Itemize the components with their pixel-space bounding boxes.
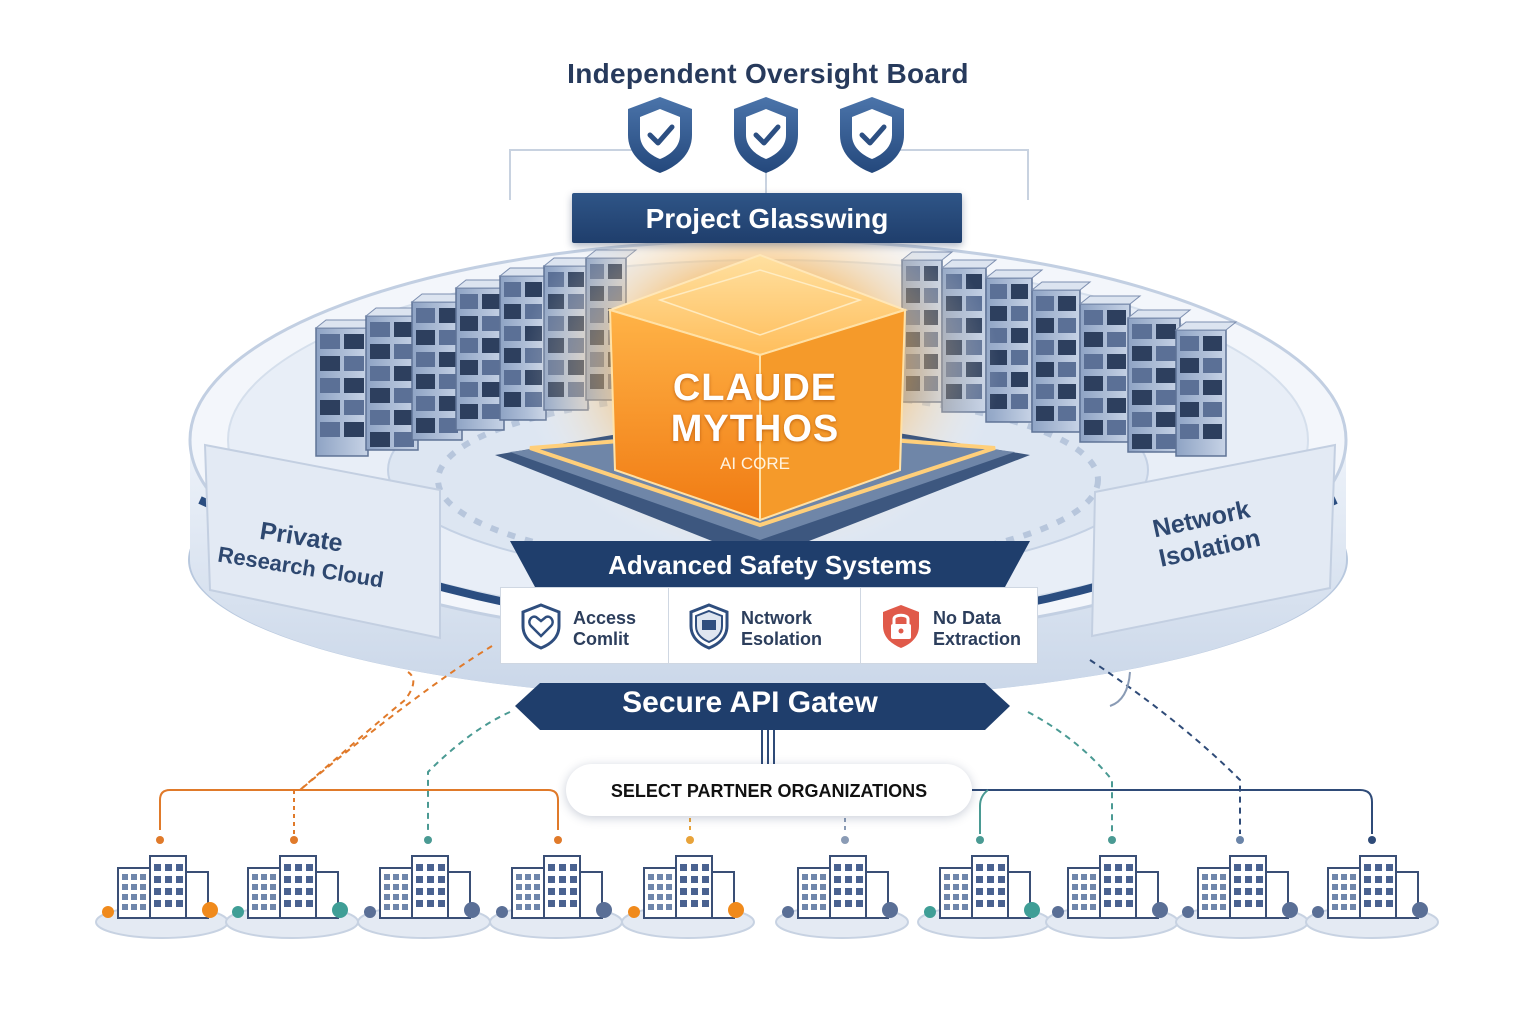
connector-node bbox=[686, 836, 694, 844]
partner-building bbox=[1305, 855, 1439, 939]
server-rack bbox=[410, 293, 474, 441]
shield-check-icon bbox=[628, 97, 692, 173]
feature-label: No Data Extraction bbox=[933, 608, 1021, 650]
server-rack bbox=[984, 269, 1044, 423]
partner-building bbox=[775, 855, 909, 939]
core-name-line2: MYTHOS bbox=[670, 408, 840, 450]
feature-line2: Esolation bbox=[741, 629, 823, 649]
connector-node bbox=[554, 836, 562, 844]
server-rack bbox=[1030, 281, 1092, 433]
feature-label: Access Comlit bbox=[573, 608, 636, 650]
partner-building bbox=[225, 855, 359, 939]
feature-line1: Nctwork bbox=[741, 608, 813, 628]
connector-node bbox=[1236, 836, 1244, 844]
feature-label: Nctwork Esolation bbox=[741, 608, 822, 650]
connector-line bbox=[427, 711, 511, 834]
partners-label: SELECT PARTNER ORGANIZATIONS bbox=[610, 781, 928, 801]
shield-network-icon bbox=[689, 603, 729, 650]
partner-building bbox=[1045, 855, 1179, 939]
padlock-icon bbox=[883, 605, 919, 648]
partner-building bbox=[489, 855, 623, 939]
feature-line1: Access bbox=[573, 608, 637, 628]
ai-core bbox=[495, 180, 1030, 560]
connector-line bbox=[979, 789, 989, 834]
connector-line bbox=[299, 671, 415, 791]
gateway-connector bbox=[761, 730, 775, 764]
partner-connectors bbox=[156, 645, 1376, 844]
connector-line bbox=[1109, 671, 1131, 707]
partner-building bbox=[95, 855, 229, 939]
connector-node bbox=[976, 836, 984, 844]
server-rack bbox=[1078, 295, 1142, 443]
server-rack bbox=[364, 307, 430, 451]
connector-node bbox=[424, 836, 432, 844]
connector-line bbox=[299, 645, 493, 791]
partner-buildings bbox=[95, 855, 1439, 939]
feature-no-data-extraction: No Data Extraction bbox=[860, 587, 1038, 664]
partner-building bbox=[621, 855, 755, 939]
partners-pill: SELECT PARTNER ORGANIZATIONS bbox=[566, 764, 972, 816]
feature-line2: Comlit bbox=[573, 629, 629, 649]
connector-node bbox=[1368, 836, 1376, 844]
shield-check-icon bbox=[840, 97, 904, 173]
partner-building bbox=[1175, 855, 1309, 939]
oversight-board-title: Independent Oversight Board bbox=[567, 58, 969, 89]
connector-node bbox=[156, 836, 164, 844]
connector-line bbox=[1027, 711, 1113, 834]
server-rack bbox=[454, 279, 516, 431]
shield-heart-icon bbox=[521, 603, 561, 650]
feature-line2: Extraction bbox=[933, 629, 1022, 649]
connector-node bbox=[290, 836, 298, 844]
core-subtitle: AI CORE bbox=[720, 454, 790, 473]
feature-access-control: Access Comlit bbox=[500, 587, 670, 664]
core-name-line1: CLAUDE bbox=[672, 367, 838, 409]
connector-line bbox=[1089, 659, 1241, 834]
safety-banner: Advanced Safety Systems bbox=[510, 541, 1030, 587]
partner-building bbox=[357, 855, 491, 939]
safety-banner-shape bbox=[510, 541, 1030, 587]
safety-title: Advanced Safety Systems bbox=[608, 550, 932, 580]
gateway-banner-shape bbox=[515, 683, 1010, 730]
partner-building bbox=[917, 855, 1051, 939]
connector-line bbox=[159, 789, 559, 830]
shield-check-icon bbox=[734, 97, 798, 173]
server-rack bbox=[314, 319, 380, 457]
feature-line1: No Data bbox=[933, 608, 1002, 628]
oversight-shields bbox=[628, 97, 904, 173]
project-title: Project Glasswing bbox=[645, 203, 889, 234]
server-rack bbox=[1126, 309, 1192, 453]
feature-network-isolation: Nctwork Esolation bbox=[668, 587, 862, 664]
server-rack bbox=[1174, 321, 1238, 457]
project-banner: Project Glasswing bbox=[572, 193, 962, 243]
connector-node bbox=[1108, 836, 1116, 844]
gateway-title: Secure API Gatew bbox=[622, 686, 878, 719]
connector-node bbox=[841, 836, 849, 844]
connector-line bbox=[972, 789, 1373, 834]
